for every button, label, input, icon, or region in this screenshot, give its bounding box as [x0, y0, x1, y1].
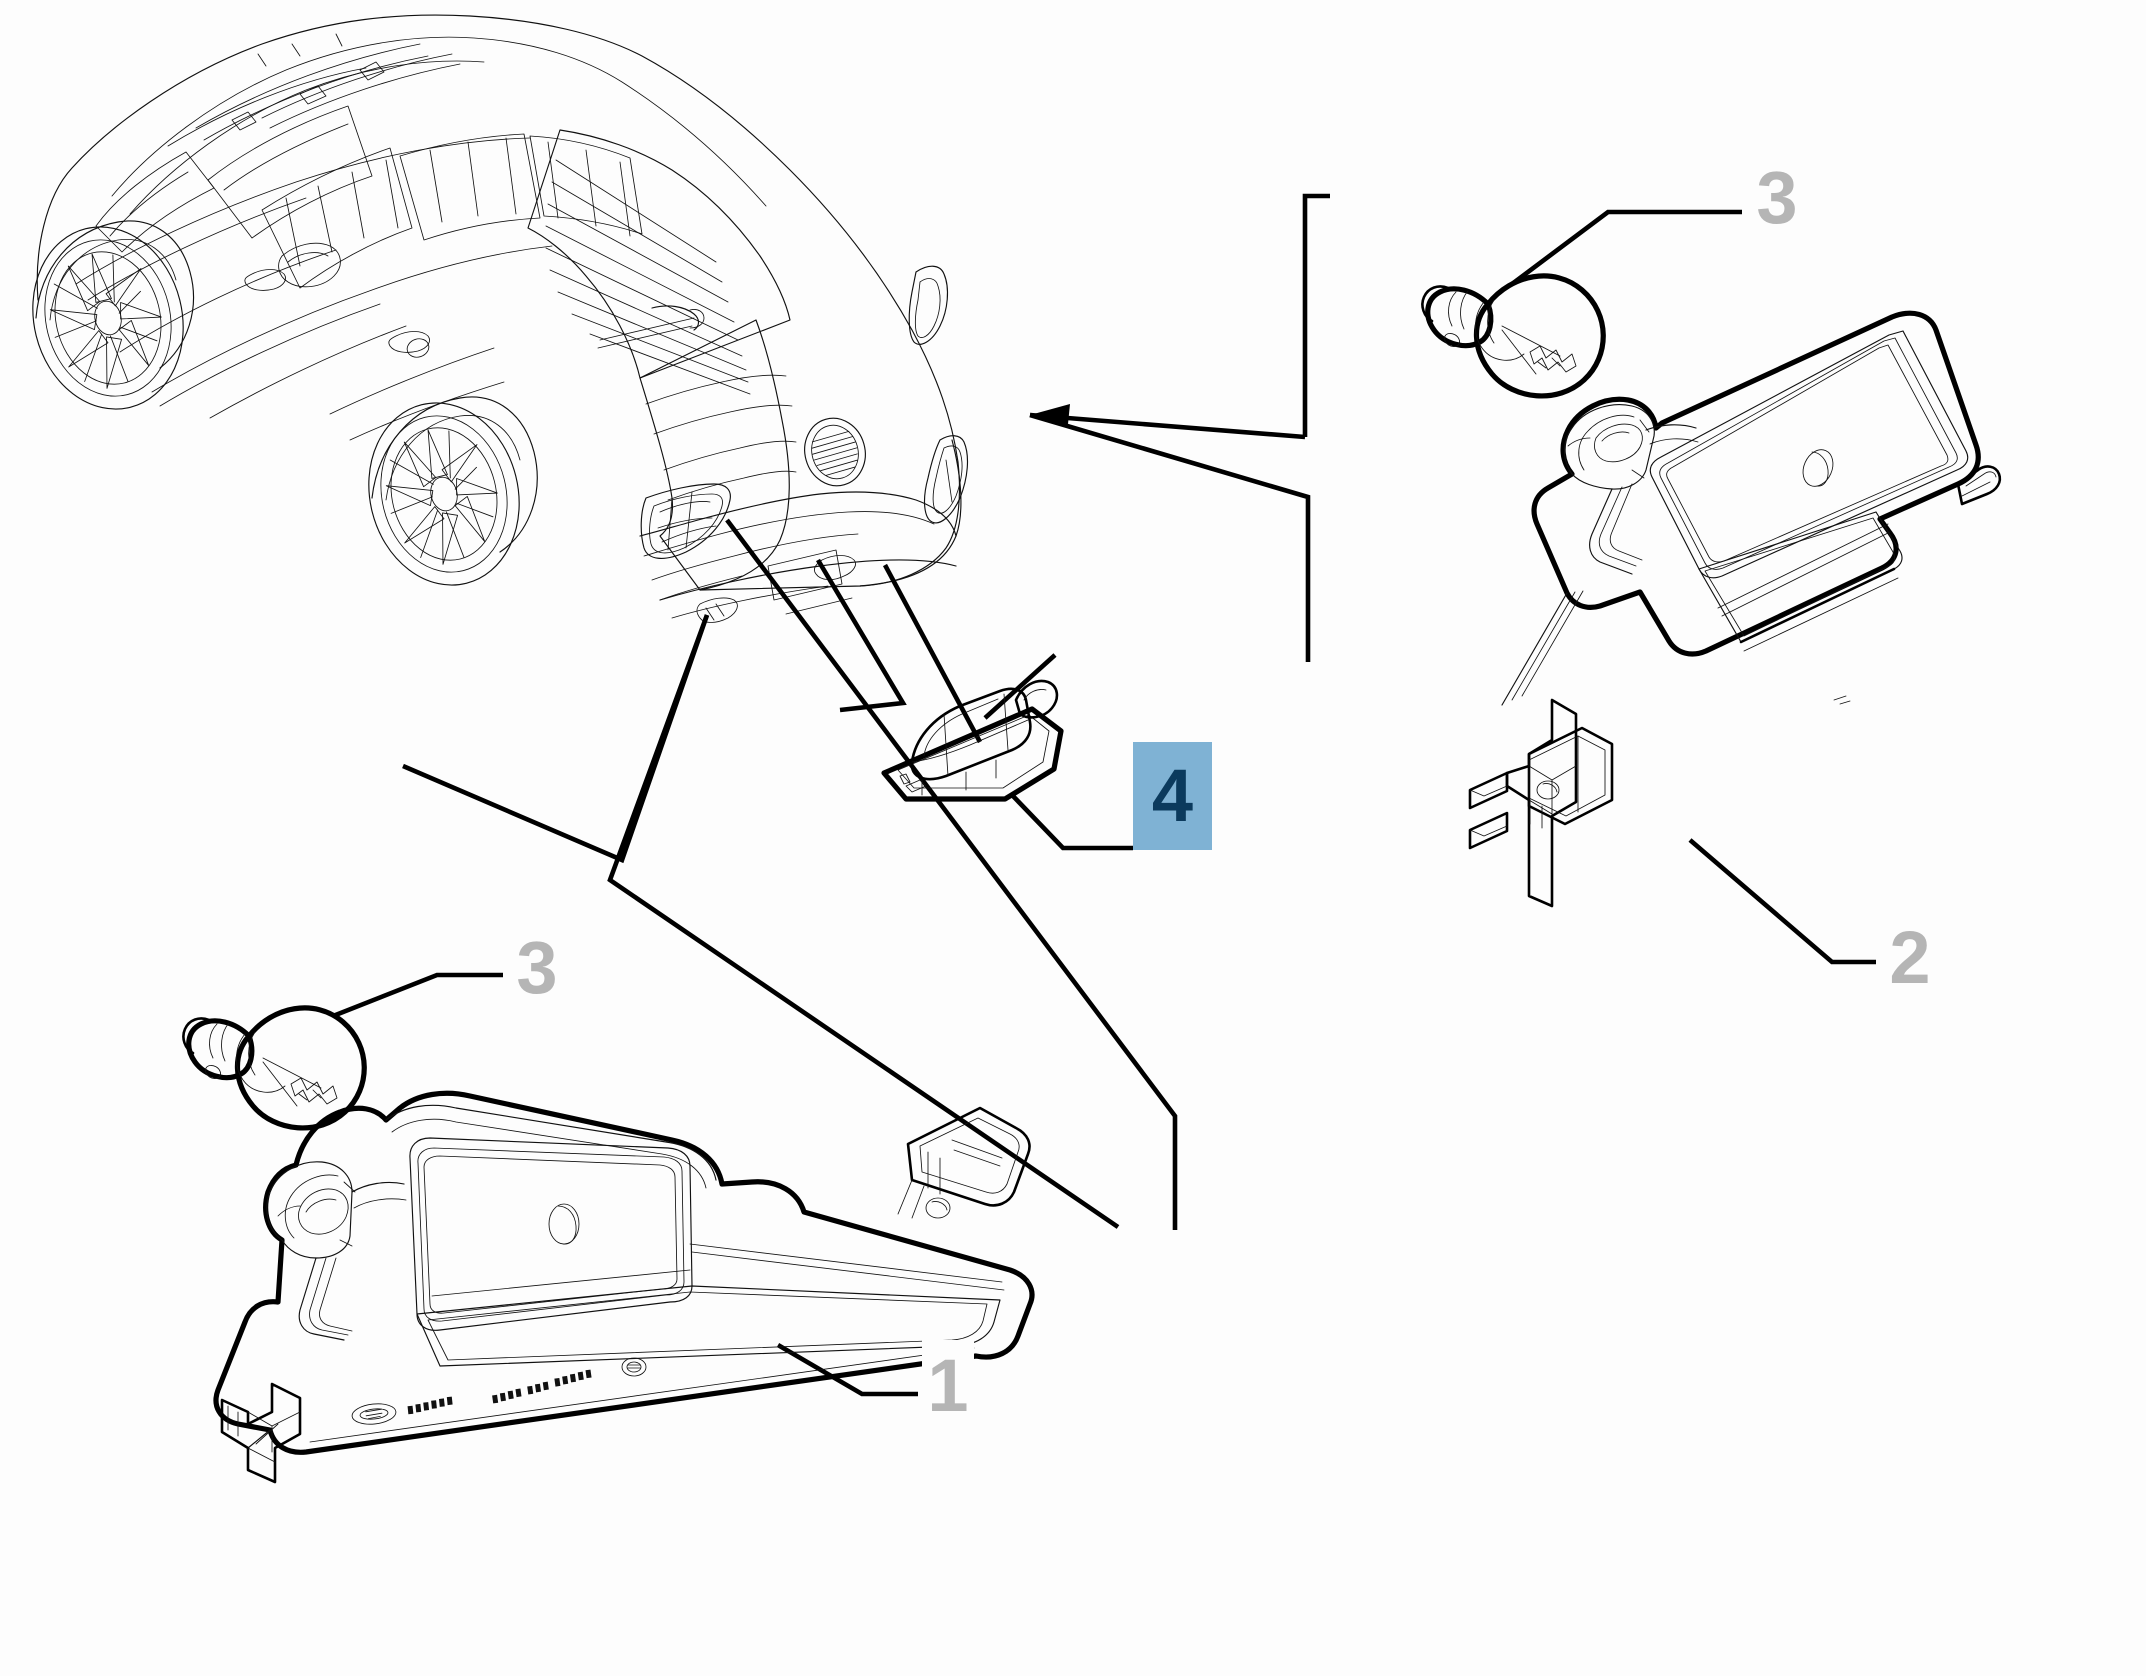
rear-wheel: [368, 402, 520, 586]
lamp-left-bracket: [220, 1382, 302, 1484]
leader-callout-4: [1011, 794, 1133, 851]
leader-lines: [332, 193, 1876, 1397]
leader-plate-lamp-b: [882, 563, 983, 744]
leader-lamp-right-to-body: [725, 518, 1178, 1230]
callout-3-upper[interactable]: 3: [1745, 152, 1809, 244]
part-bulb-upper: [1421, 273, 1606, 399]
leader-callout-3-lower: [332, 972, 503, 1019]
vehicle-badge: [804, 417, 866, 487]
vehicle-taillamp-left: [640, 483, 731, 559]
callout-2[interactable]: 2: [1878, 912, 1942, 1004]
leader-lamp-left-b: [607, 614, 1120, 1229]
front-wheel: [32, 226, 184, 410]
callout-3-lower[interactable]: 3: [505, 922, 569, 1014]
moulded-markings: [351, 1357, 647, 1425]
part-plate-lamp: [881, 679, 1064, 802]
vehicle-illustration: [32, 14, 969, 623]
leader-plate-lamp-c: [983, 653, 1057, 720]
part-lamp-left: [213, 1090, 1035, 1484]
leader-plate-lamp-a: [816, 558, 907, 713]
leader-bumper-arrow: [1029, 412, 1306, 440]
lamp-right-bracket: [1468, 698, 1614, 908]
lamp-left-connector: [897, 1106, 1031, 1219]
leader-callout-1: [776, 1343, 918, 1397]
leader-arrowhead: [1030, 404, 1070, 424]
leader-callout-3-upper: [1510, 209, 1742, 286]
leader-callout-2: [1688, 838, 1876, 965]
callout-4-highlighted[interactable]: 4: [1133, 742, 1212, 850]
part-bulb-lower: [182, 1005, 367, 1131]
part-lamp-right: [1468, 310, 2002, 908]
callout-1[interactable]: 1: [922, 1340, 974, 1432]
leader-bumper-upper: [1302, 193, 1330, 437]
leader-bumper-lower: [1029, 412, 1311, 662]
